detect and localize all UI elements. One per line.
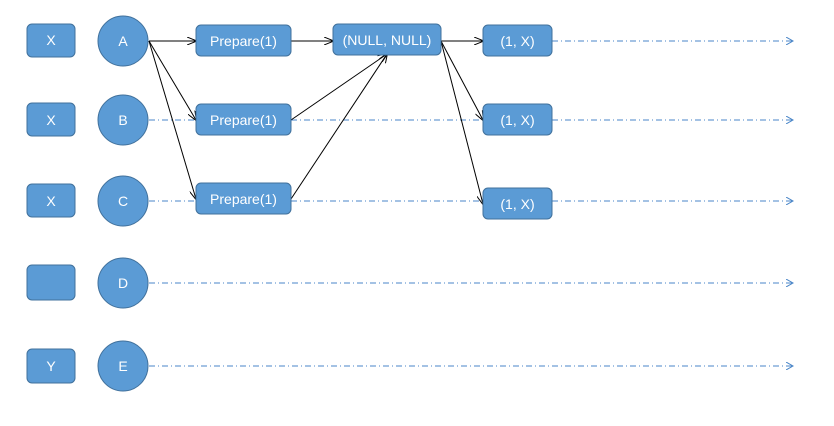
prepare-boxes: Prepare(1) Prepare(1) Prepare(1) [195,24,292,215]
promise-box [332,23,442,56]
accept-boxes: (1, X) (1, X) (1, X) [482,24,553,220]
accept-label-2: (1, X) [500,112,534,128]
prepare-box-2 [195,103,292,136]
value-label-c: X [46,193,56,209]
value-box-d [26,264,76,301]
promise-label: (NULL, NULL) [343,32,432,48]
arrow-promise-to-accept-3 [440,40,483,204]
accept-box-2 [482,103,553,136]
value-label-b: X [46,112,56,128]
accept-label-3: (1, X) [500,196,534,212]
accept-label-1: (1, X) [500,33,534,49]
prepare-box-3 [195,182,292,215]
value-box-c [26,183,76,218]
node-b [97,94,149,146]
node-circles: A B C D E [97,15,149,392]
arrow-prepare-3-to-promise [290,54,387,200]
prepare-box-1 [195,24,292,57]
prepare-label-3: Prepare(1) [210,191,277,207]
accept-box-1 [482,24,553,57]
node-a [97,15,149,67]
value-boxes: X X X Y [26,23,76,384]
prepare-label-2: Prepare(1) [210,112,277,128]
value-label-a: X [46,32,56,48]
node-label-a: A [118,33,128,49]
node-label-d: D [118,275,128,291]
arrow-a-to-prepare-2 [148,40,196,120]
node-e [97,340,149,392]
value-box-a [26,23,76,58]
node-c [97,175,149,227]
node-label-e: E [118,358,127,374]
accept-box-3 [482,187,553,220]
message-arrows [148,40,483,204]
node-label-b: B [118,112,127,128]
arrow-promise-to-accept-2 [440,40,483,120]
value-box-b [26,102,76,137]
promise-group: (NULL, NULL) [332,23,442,56]
arrow-a-to-prepare-3 [148,40,196,199]
value-label-e: Y [46,358,56,374]
node-label-c: C [118,193,128,209]
prepare-label-1: Prepare(1) [210,33,277,49]
value-box-e [26,348,76,384]
node-d [97,257,149,309]
arrow-prepare-2-to-promise [290,54,387,121]
